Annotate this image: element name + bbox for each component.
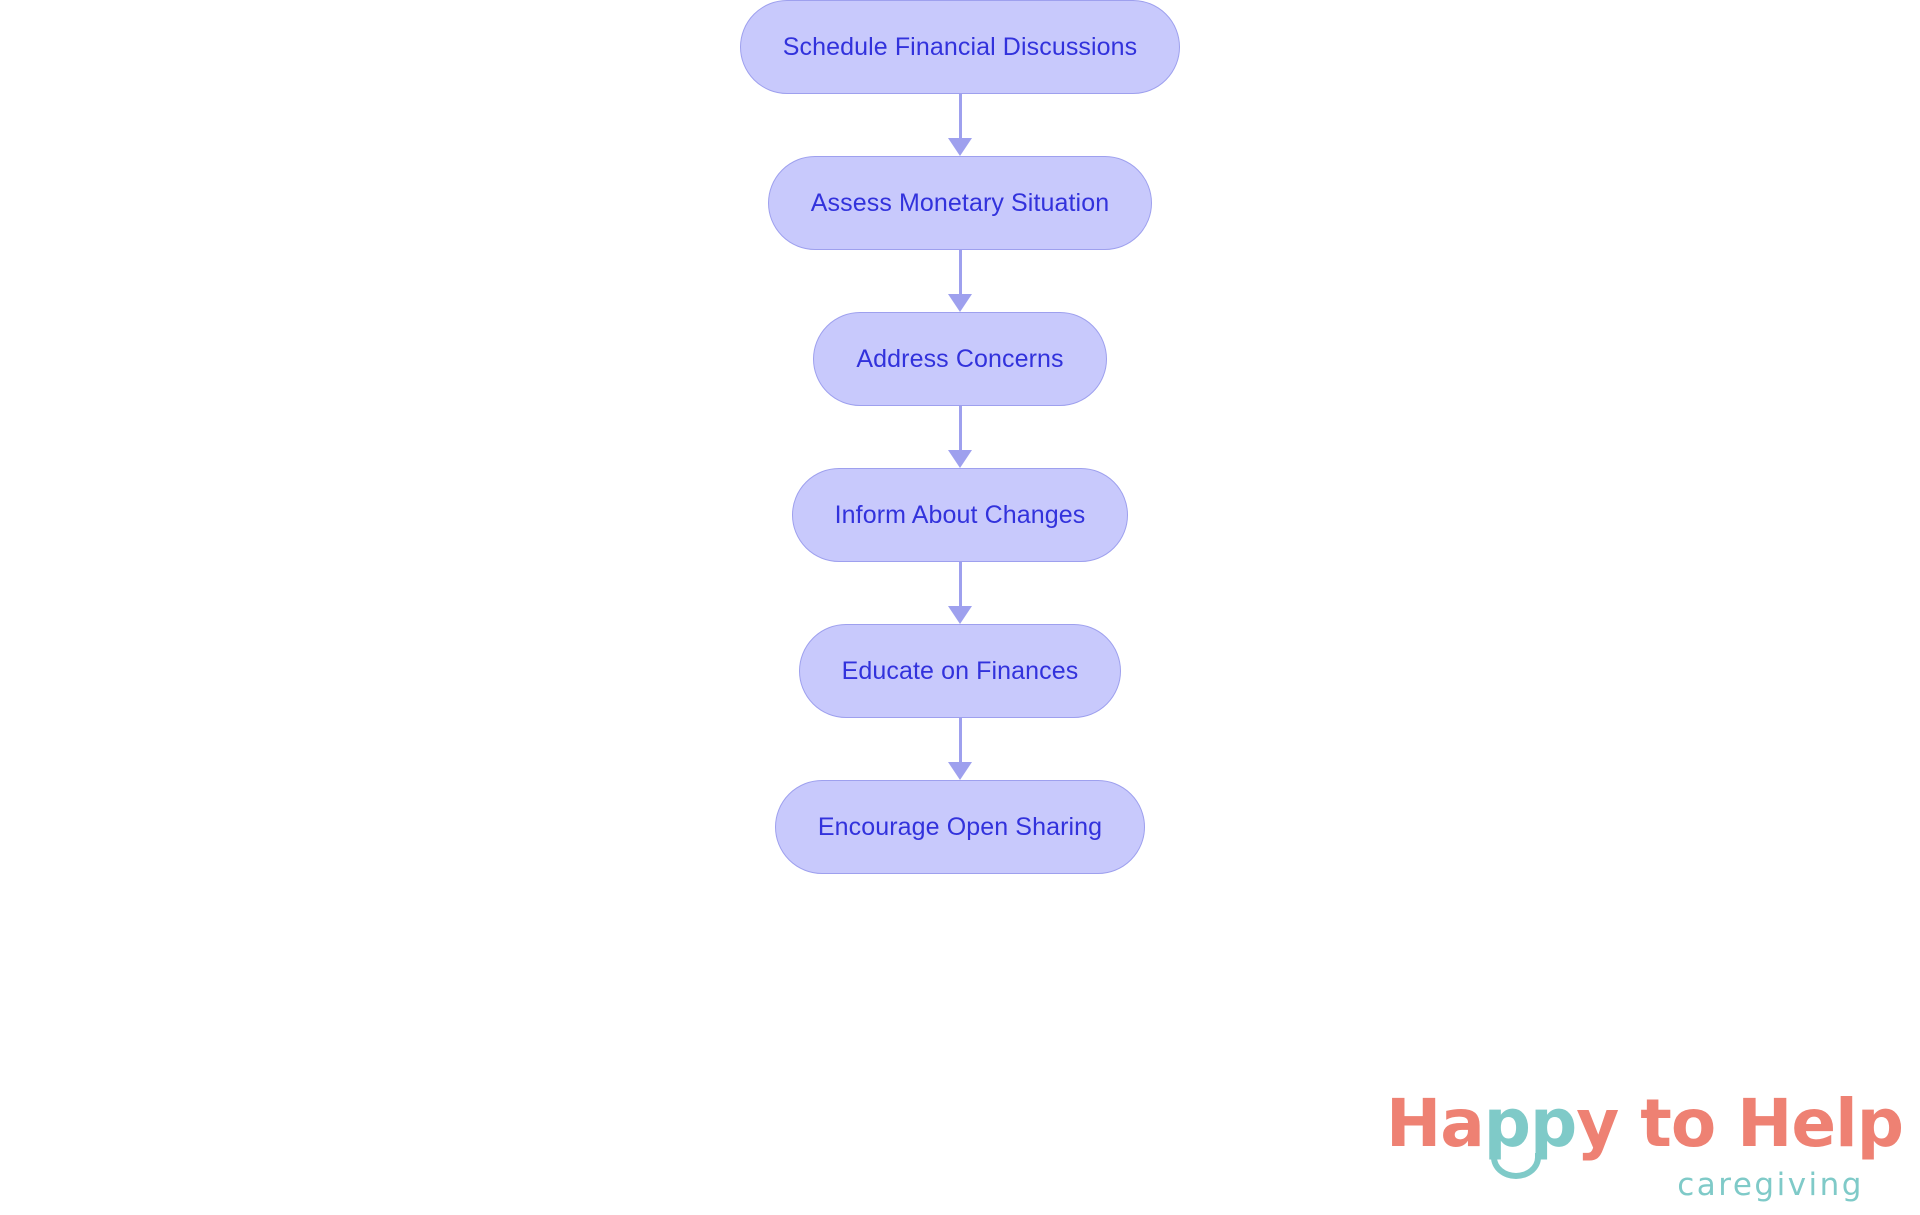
flow-node-wrap-2: Assess Monetary Situation [767,156,1153,250]
flow-node-label: Schedule Financial Discussions [782,32,1138,61]
flow-node-wrap-1: Schedule Financial Discussions [739,0,1181,94]
flow-arrow-4 [940,562,980,624]
flow-node-label: Assess Monetary Situation [810,188,1110,217]
arrow-shaft [958,406,962,451]
flowchart: Schedule Financial Discussions Assess Mo… [739,0,1181,874]
arrow-head-down-icon [948,762,972,780]
arrow-head-down-icon [948,450,972,468]
flow-node-label: Address Concerns [856,344,1064,373]
flow-node-wrap-5: Educate on Finances [798,624,1122,718]
flow-arrow-3 [940,406,980,468]
arrow-shaft [958,718,962,763]
logo-word-part-1: Ha [1386,1085,1485,1162]
arrow-head-down-icon [948,138,972,156]
arrow-shaft [958,94,962,139]
flow-node-address-concerns[interactable]: Address Concerns [813,312,1107,406]
smile-arc-icon [1491,1153,1541,1179]
logo-tagline: caregiving [1677,1167,1864,1203]
flow-node-label: Encourage Open Sharing [817,812,1103,841]
flow-arrow-2 [940,250,980,312]
flow-node-inform-about-changes[interactable]: Inform About Changes [791,468,1129,562]
arrow-head-down-icon [948,294,972,312]
flow-node-wrap-3: Address Concerns [813,312,1107,406]
flow-node-label: Educate on Finances [841,656,1079,685]
flow-node-wrap-6: Encourage Open Sharing [774,780,1146,874]
flow-node-label: Inform About Changes [834,500,1086,529]
logo-word-part-3: y to Help [1576,1085,1904,1162]
flow-node-encourage-open-sharing[interactable]: Encourage Open Sharing [774,780,1146,874]
arrow-head-down-icon [948,606,972,624]
flow-node-assess-monetary-situation[interactable]: Assess Monetary Situation [767,156,1153,250]
flow-node-schedule-financial-discussions[interactable]: Schedule Financial Discussions [739,0,1181,94]
arrow-shaft [958,562,962,607]
arrow-shaft [958,250,962,295]
flow-node-educate-on-finances[interactable]: Educate on Finances [798,624,1122,718]
flow-arrow-5 [940,718,980,780]
brand-logo: Happy to Help caregiving [1386,1087,1904,1207]
flow-arrow-1 [940,94,980,156]
logo-word-part-2: pp [1483,1085,1577,1162]
flow-node-wrap-4: Inform About Changes [791,468,1129,562]
logo-wordmark: Happy to Help [1386,1091,1904,1157]
